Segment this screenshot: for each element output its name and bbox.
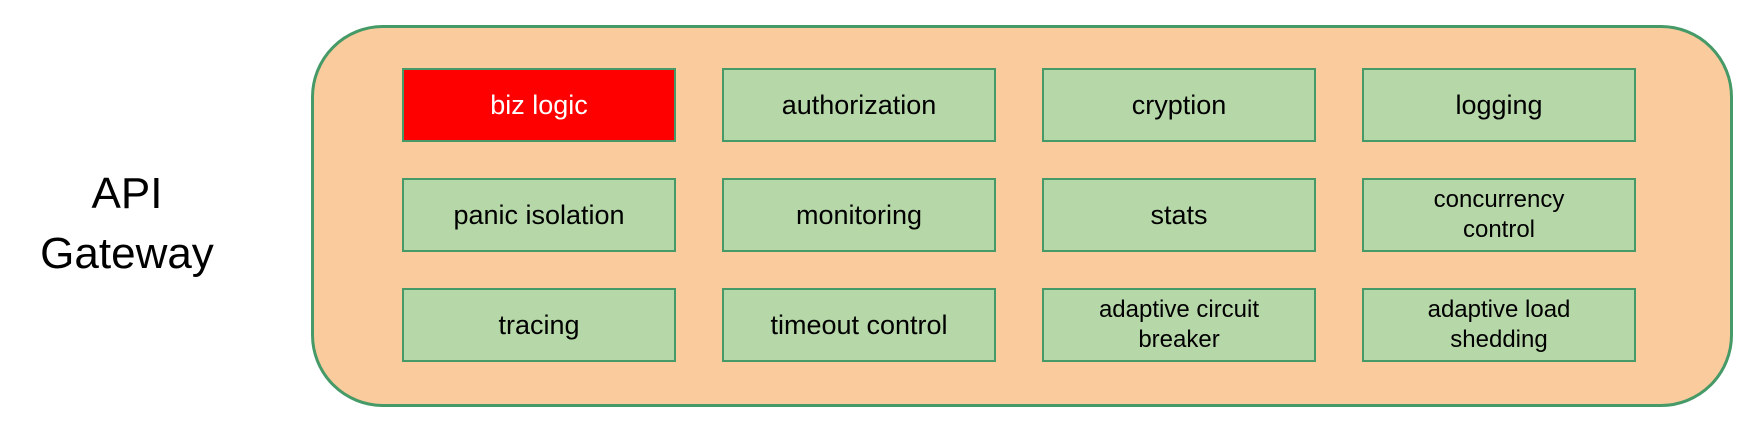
module-box-tracing: tracing: [402, 288, 676, 362]
module-label: authorization: [781, 89, 937, 120]
module-box-concurrency-control: concurrency control: [1362, 178, 1636, 252]
module-label: biz logic: [490, 89, 588, 120]
module-label: monitoring: [795, 199, 923, 230]
module-box-cryption: cryption: [1042, 68, 1316, 142]
module-box-monitoring: monitoring: [722, 178, 996, 252]
api-gateway-container: biz logic authorization cryption logging…: [311, 25, 1733, 407]
module-label: timeout control: [770, 309, 948, 340]
module-label: stats: [1150, 199, 1208, 230]
module-box-timeout-control: timeout control: [722, 288, 996, 362]
module-box-adaptive-circuit-breaker: adaptive circuit breaker: [1042, 288, 1316, 362]
module-label: concurrency control: [1433, 186, 1565, 243]
module-label: logging: [1455, 89, 1543, 120]
module-grid: biz logic authorization cryption logging…: [402, 68, 1636, 362]
module-box-stats: stats: [1042, 178, 1316, 252]
module-label: panic isolation: [453, 199, 625, 230]
module-label: adaptive circuit breaker: [1098, 296, 1260, 353]
module-label: tracing: [498, 309, 580, 340]
module-box-biz-logic: biz logic: [402, 68, 676, 142]
module-box-logging: logging: [1362, 68, 1636, 142]
module-box-authorization: authorization: [722, 68, 996, 142]
module-label: adaptive load shedding: [1427, 296, 1571, 353]
api-gateway-label: API Gateway: [40, 169, 214, 278]
module-box-panic-isolation: panic isolation: [402, 178, 676, 252]
module-label: cryption: [1131, 89, 1227, 120]
module-box-adaptive-load-shedding: adaptive load shedding: [1362, 288, 1636, 362]
